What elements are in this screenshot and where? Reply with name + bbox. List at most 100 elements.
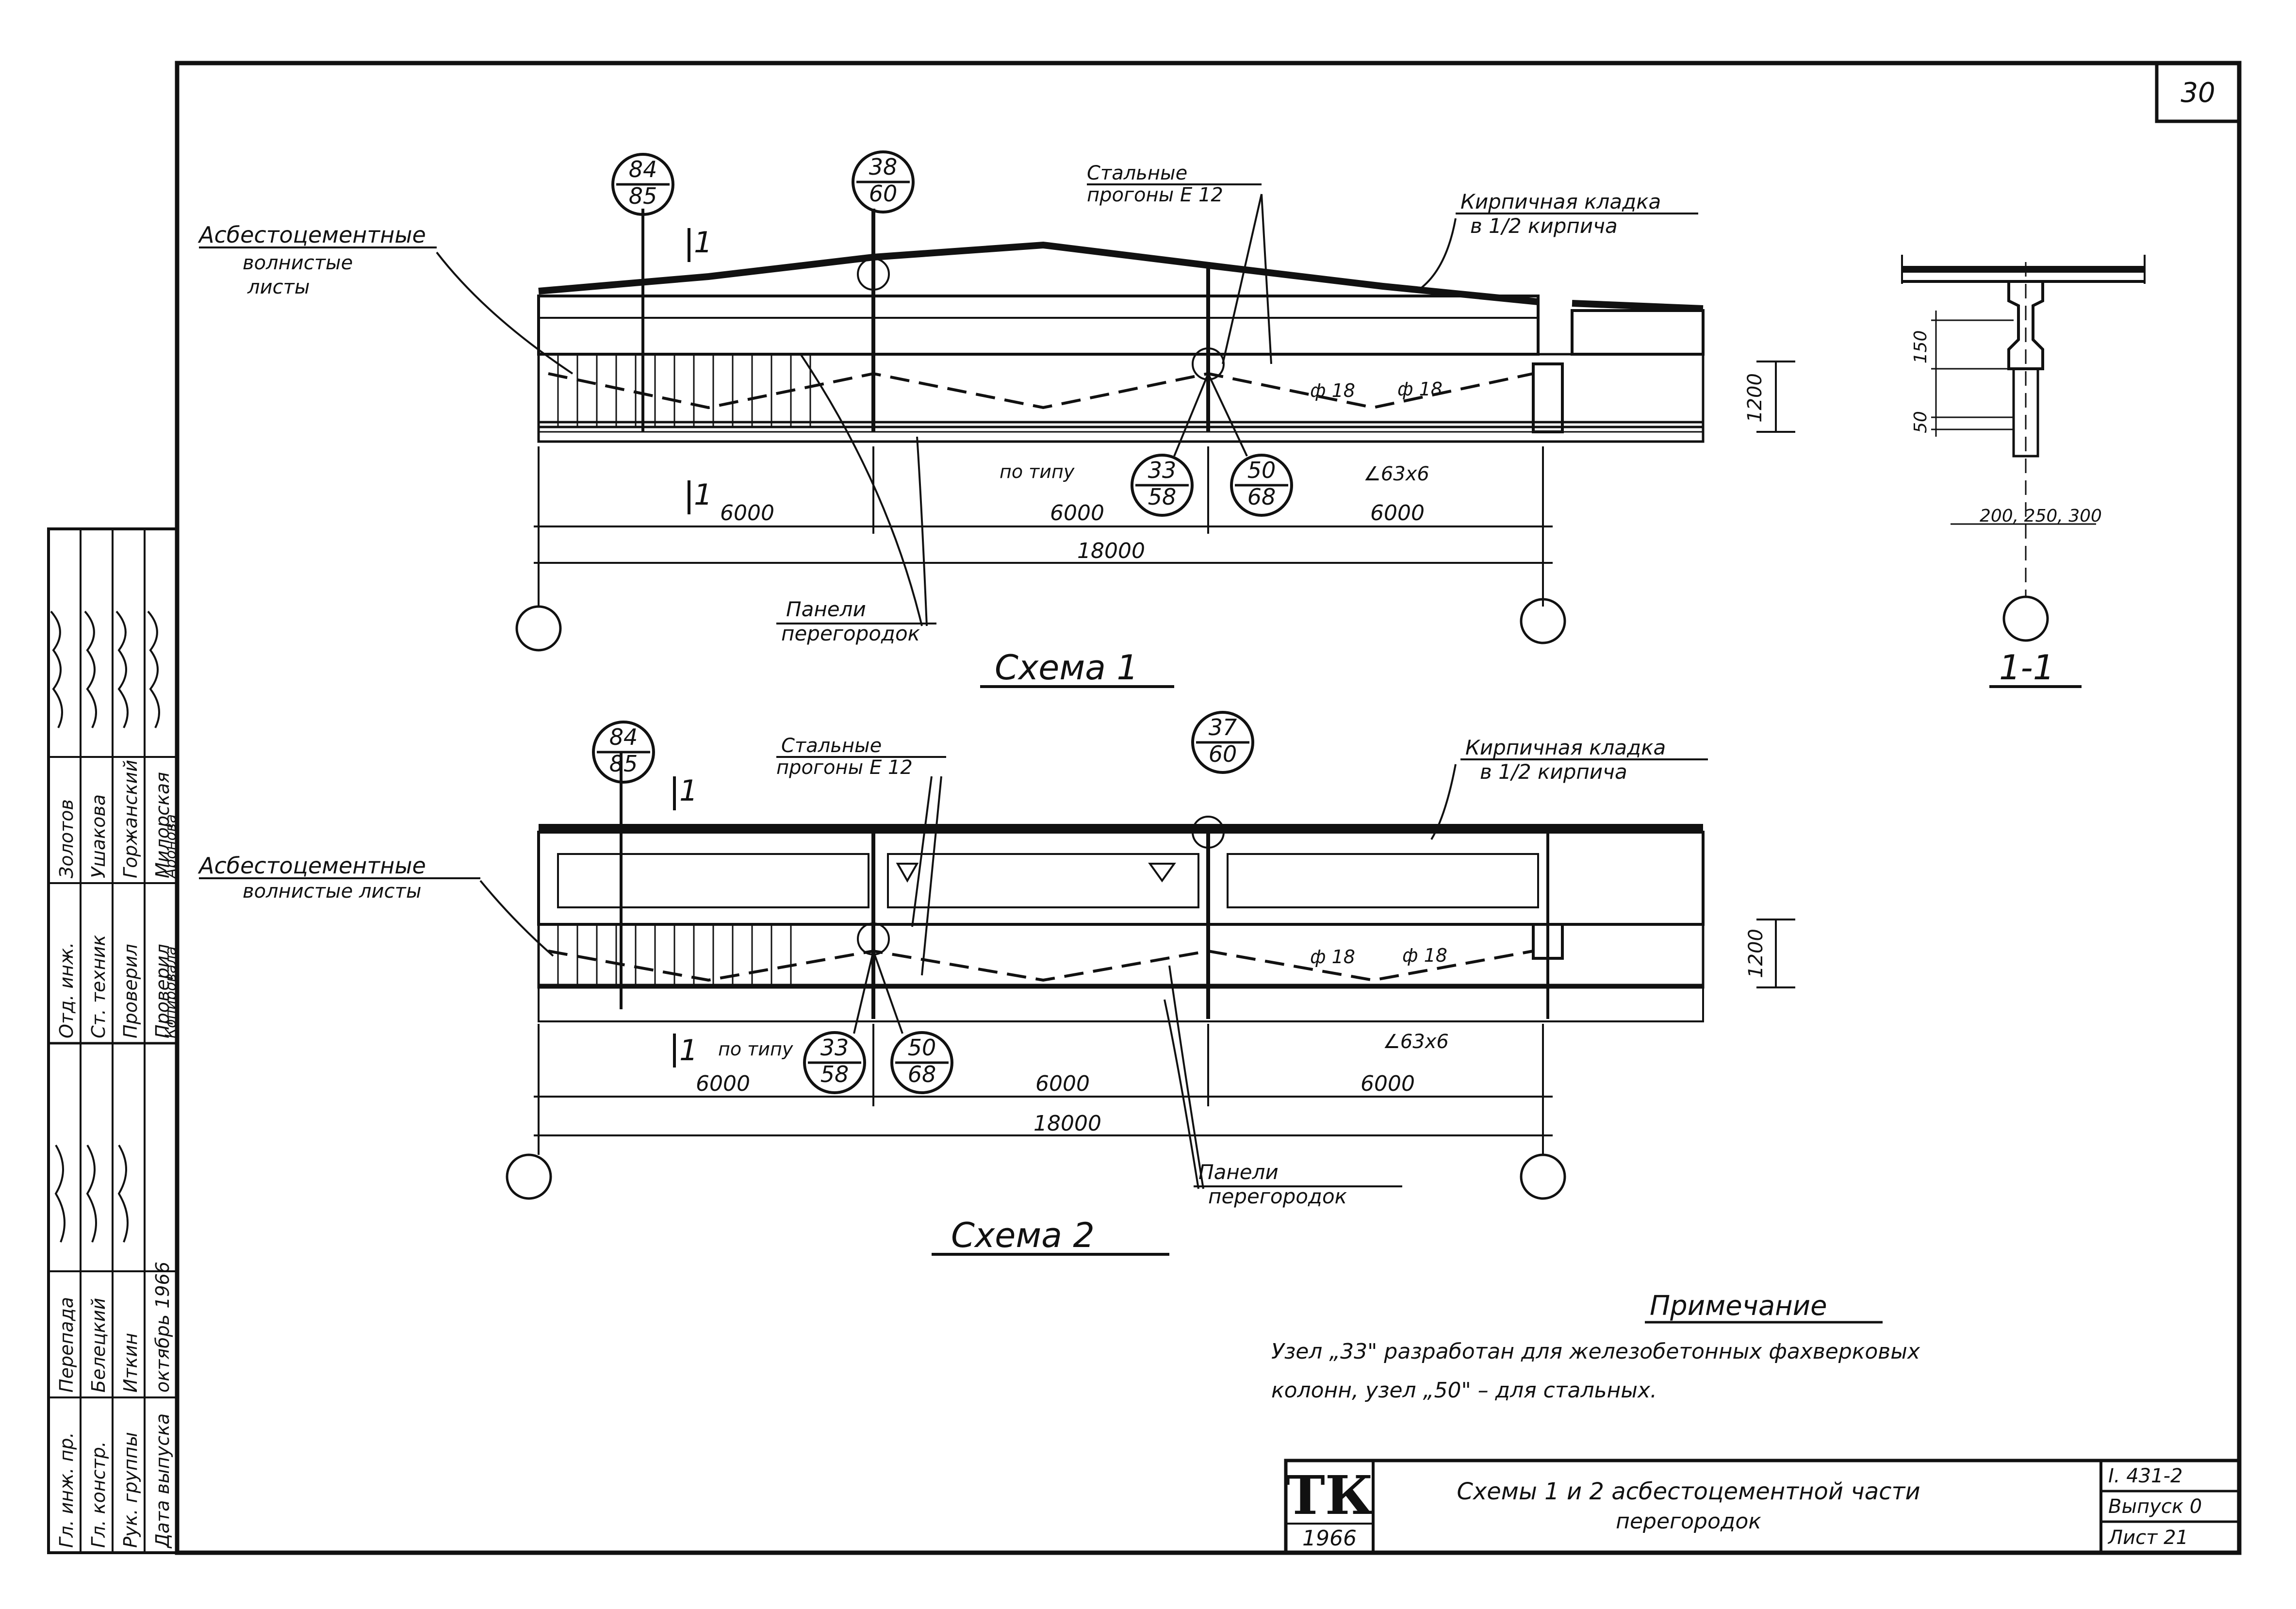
svg-text:50: 50 [908, 1034, 936, 1061]
stamp-name-8: Аронова [163, 814, 180, 879]
svg-text:84: 84 [629, 156, 657, 182]
svg-text:50: 50 [1247, 457, 1276, 483]
svg-text:60: 60 [1209, 741, 1237, 767]
label-panels-2a: Панели [1198, 1160, 1279, 1184]
label-purlins-2a: Стальные [781, 735, 882, 757]
label-panels-1a: Панели [786, 597, 866, 621]
span-1-3: 6000 [1370, 501, 1425, 525]
stamp-logo-tk: ТК [1285, 1464, 1374, 1527]
label-po-tipu-2: по типу [718, 1038, 793, 1060]
node-37-60-s2: 37 60 [1191, 711, 1254, 774]
label-panels-2b: перегородок [1208, 1184, 1347, 1208]
total-1: 18000 [1077, 539, 1145, 563]
stamp-role-5: Ст. техник [88, 935, 109, 1038]
span-1-1: 6000 [720, 501, 774, 525]
stamp-role-2: Рук. группы [120, 1432, 141, 1548]
caption-section-1-1: 1-1 [1999, 648, 2054, 688]
stamp-name-2: Иткин [120, 1333, 141, 1393]
rod-1-1: ф 18 [1310, 380, 1355, 401]
node-84-85-s2: 84 85 [592, 721, 655, 784]
signature-stamp: Гл. инж. пр. Перепада Гл. констр. Белецк… [47, 527, 180, 1554]
stamp-role-8: Копировала [163, 946, 180, 1038]
svg-text:37: 37 [1209, 714, 1237, 740]
bracing-2 [548, 949, 1534, 982]
section-mark-bottom-1: 1 [694, 478, 712, 512]
stamp-role-0: Гл. инж. пр. [56, 1432, 77, 1548]
caption-schema-1: Схема 1 [995, 648, 1138, 688]
note-line-1: Узел „33" разработан для железобетонных … [1271, 1339, 1920, 1364]
node-33-58-s2: 33 58 [803, 1031, 866, 1094]
roof-line-1 [538, 241, 1539, 305]
angle-2: ∠63x6 [1383, 1031, 1449, 1053]
svg-text:85: 85 [609, 751, 638, 777]
signature-6 [86, 1144, 97, 1243]
sheet-title-1: Схемы 1 и 2 асбестоцементной части [1457, 1478, 1920, 1505]
section-mark-bottom-2: 1 [679, 1034, 698, 1067]
note-heading: Примечание [1650, 1290, 1827, 1322]
label-brick-2b: в 1/2 кирпича [1480, 760, 1627, 784]
height-dim-1: 1200 [1744, 373, 1766, 423]
total-2: 18000 [1033, 1111, 1101, 1136]
section-dim-50: 50 [1911, 411, 1931, 433]
label-asbestos-2b: волнистые листы [243, 880, 421, 903]
label-asbestos-1a: Асбестоцементные [197, 222, 426, 248]
label-brick-1a: Кирпичная кладка [1460, 190, 1661, 213]
label-brick-1b: в 1/2 кирпича [1470, 214, 1618, 238]
bracing-1 [548, 372, 1534, 410]
stamp-name-7: Милорская [152, 772, 173, 878]
node-38-60-s1: 38 60 [852, 150, 915, 213]
series-code: I. 431-2 [2108, 1465, 2182, 1487]
section-mark-top-1: 1 [694, 226, 712, 260]
signature-2 [84, 610, 97, 728]
stamp-name-4: Золотов [56, 799, 77, 878]
label-purlins-1a: Стальные [1087, 162, 1187, 184]
sheet-title-2: перегородок [1616, 1509, 1761, 1534]
svg-text:68: 68 [1247, 484, 1276, 510]
label-purlins-1b: прогоны Е 12 [1087, 184, 1223, 206]
stamp-role-3: Дата выпуска [152, 1413, 173, 1549]
title-block: ТК 1966 Схемы 1 и 2 асбестоцементной час… [1284, 1459, 2241, 1555]
stamp-name-1: Белецкий [88, 1298, 109, 1393]
stamp-role-1: Гл. констр. [88, 1441, 109, 1548]
svg-text:85: 85 [629, 183, 657, 209]
stamp-role-6: Проверил [120, 944, 141, 1038]
axis-bubble-2b [1520, 1153, 1566, 1200]
svg-text:33: 33 [1148, 457, 1177, 483]
section-dim-150: 150 [1911, 330, 1931, 364]
svg-text:38: 38 [869, 154, 898, 180]
node-50-68-s1: 50 68 [1230, 454, 1293, 517]
stamp-name-0: Перепада [56, 1297, 77, 1393]
section-mark-top-2: 1 [679, 774, 698, 808]
signature-7 [117, 1144, 129, 1243]
node-50-68-s2: 50 68 [890, 1031, 953, 1094]
stamp-role-7: Проверил [152, 944, 173, 1038]
asbestos-hatch-2 [557, 924, 792, 987]
label-purlins-2b: прогоны Е 12 [776, 756, 913, 779]
node-84-85-s1: 84 85 [611, 153, 674, 216]
note-line-2: колонн, узел „50" – для стальных. [1271, 1378, 1657, 1403]
issue-no: Выпуск 0 [2108, 1495, 2202, 1518]
sheet-no: Лист 21 [2107, 1527, 2188, 1549]
span-2-3: 6000 [1361, 1071, 1415, 1096]
rod-1-2: ф 18 [1397, 378, 1443, 400]
angle-1: ∠63x6 [1363, 463, 1429, 485]
svg-text:58: 58 [820, 1061, 849, 1087]
signature-1 [50, 610, 63, 728]
asbestos-hatch-1 [557, 354, 811, 427]
schema-2: 1200 6000 6000 6000 18000 84 85 37 60 [197, 711, 1795, 1256]
svg-text:68: 68 [908, 1061, 936, 1087]
label-po-tipu-1: по типу [1000, 461, 1075, 482]
schema-1: 1200 6000 6000 6000 18000 84 85 38 60 [197, 150, 1795, 688]
node-33-58-s1: 33 58 [1131, 454, 1194, 517]
stamp-year: 1966 [1302, 1526, 1357, 1551]
stamp-name-6: Горжанский [120, 760, 141, 878]
axis-bubble-2a [506, 1153, 552, 1200]
svg-text:60: 60 [869, 181, 898, 207]
label-panels-1b: перегородок [781, 622, 920, 645]
signature-4 [147, 610, 160, 728]
rod-2-2: ф 18 [1402, 945, 1447, 966]
stamp-role-4: Отд. инж. [56, 942, 77, 1038]
upper-beam-1 [537, 295, 1540, 356]
axis-bubble-1a [515, 605, 562, 652]
